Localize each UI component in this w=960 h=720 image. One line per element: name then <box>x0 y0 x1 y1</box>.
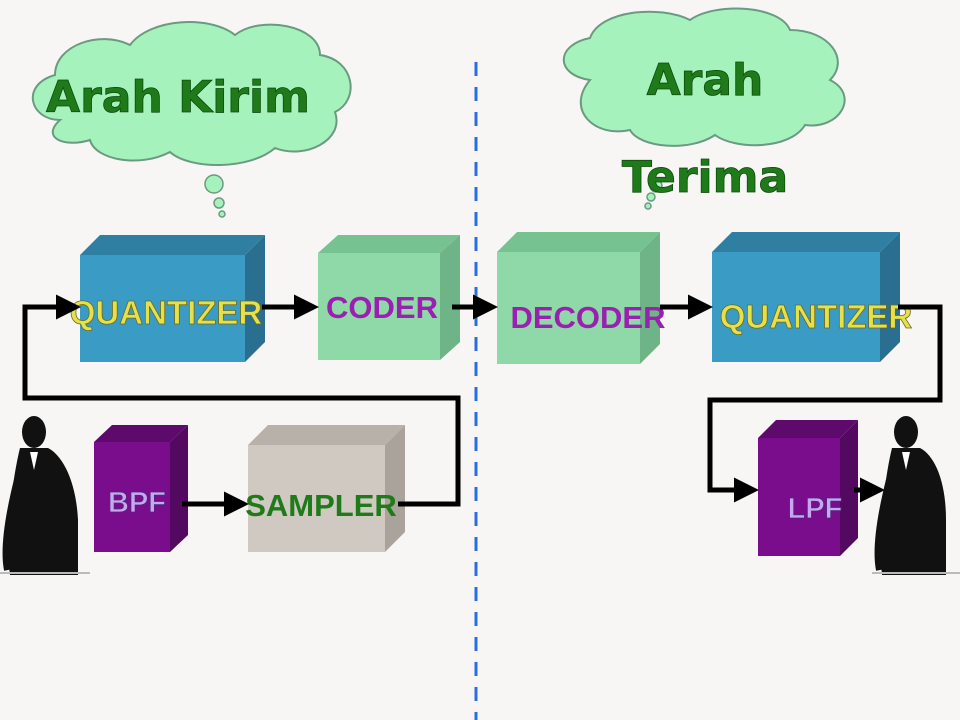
quantizer-rx-label: QUANTIZER <box>720 298 913 335</box>
lpf-label: LPF <box>788 493 843 525</box>
arrow-sampler-loop-to-quantizer <box>22 294 461 507</box>
receive-cloud-label-line2: Terima <box>622 152 788 203</box>
bpf-label: BPF <box>108 487 166 519</box>
coder-block: CODER <box>318 235 460 360</box>
signal-connectors <box>22 294 943 517</box>
receiver-person-figure <box>872 416 960 575</box>
send-cloud-label: Arah Kirim <box>46 72 310 123</box>
sampler-label: SAMPLER <box>245 488 397 523</box>
quantizer-tx-label: QUANTIZER <box>70 294 263 331</box>
receive-cloud-label-line1: Arah <box>647 55 764 106</box>
decoder-label: DECODER <box>510 300 665 335</box>
bpf-block: BPF <box>94 425 188 552</box>
coder-label: CODER <box>326 290 438 325</box>
receive-cloud: Arah Terima <box>562 7 846 210</box>
decoder-block: DECODER <box>497 232 666 364</box>
quantizer-tx-block: QUANTIZER <box>69 235 265 362</box>
quantizer-rx-block: QUANTIZER <box>712 232 913 362</box>
lpf-block: LPF <box>758 420 858 556</box>
sender-person-figure <box>0 416 90 575</box>
sampler-block: SAMPLER <box>245 425 405 552</box>
arrow-quantizer-loop-to-lpf <box>707 304 943 503</box>
send-cloud: Arah Kirim <box>31 21 352 218</box>
